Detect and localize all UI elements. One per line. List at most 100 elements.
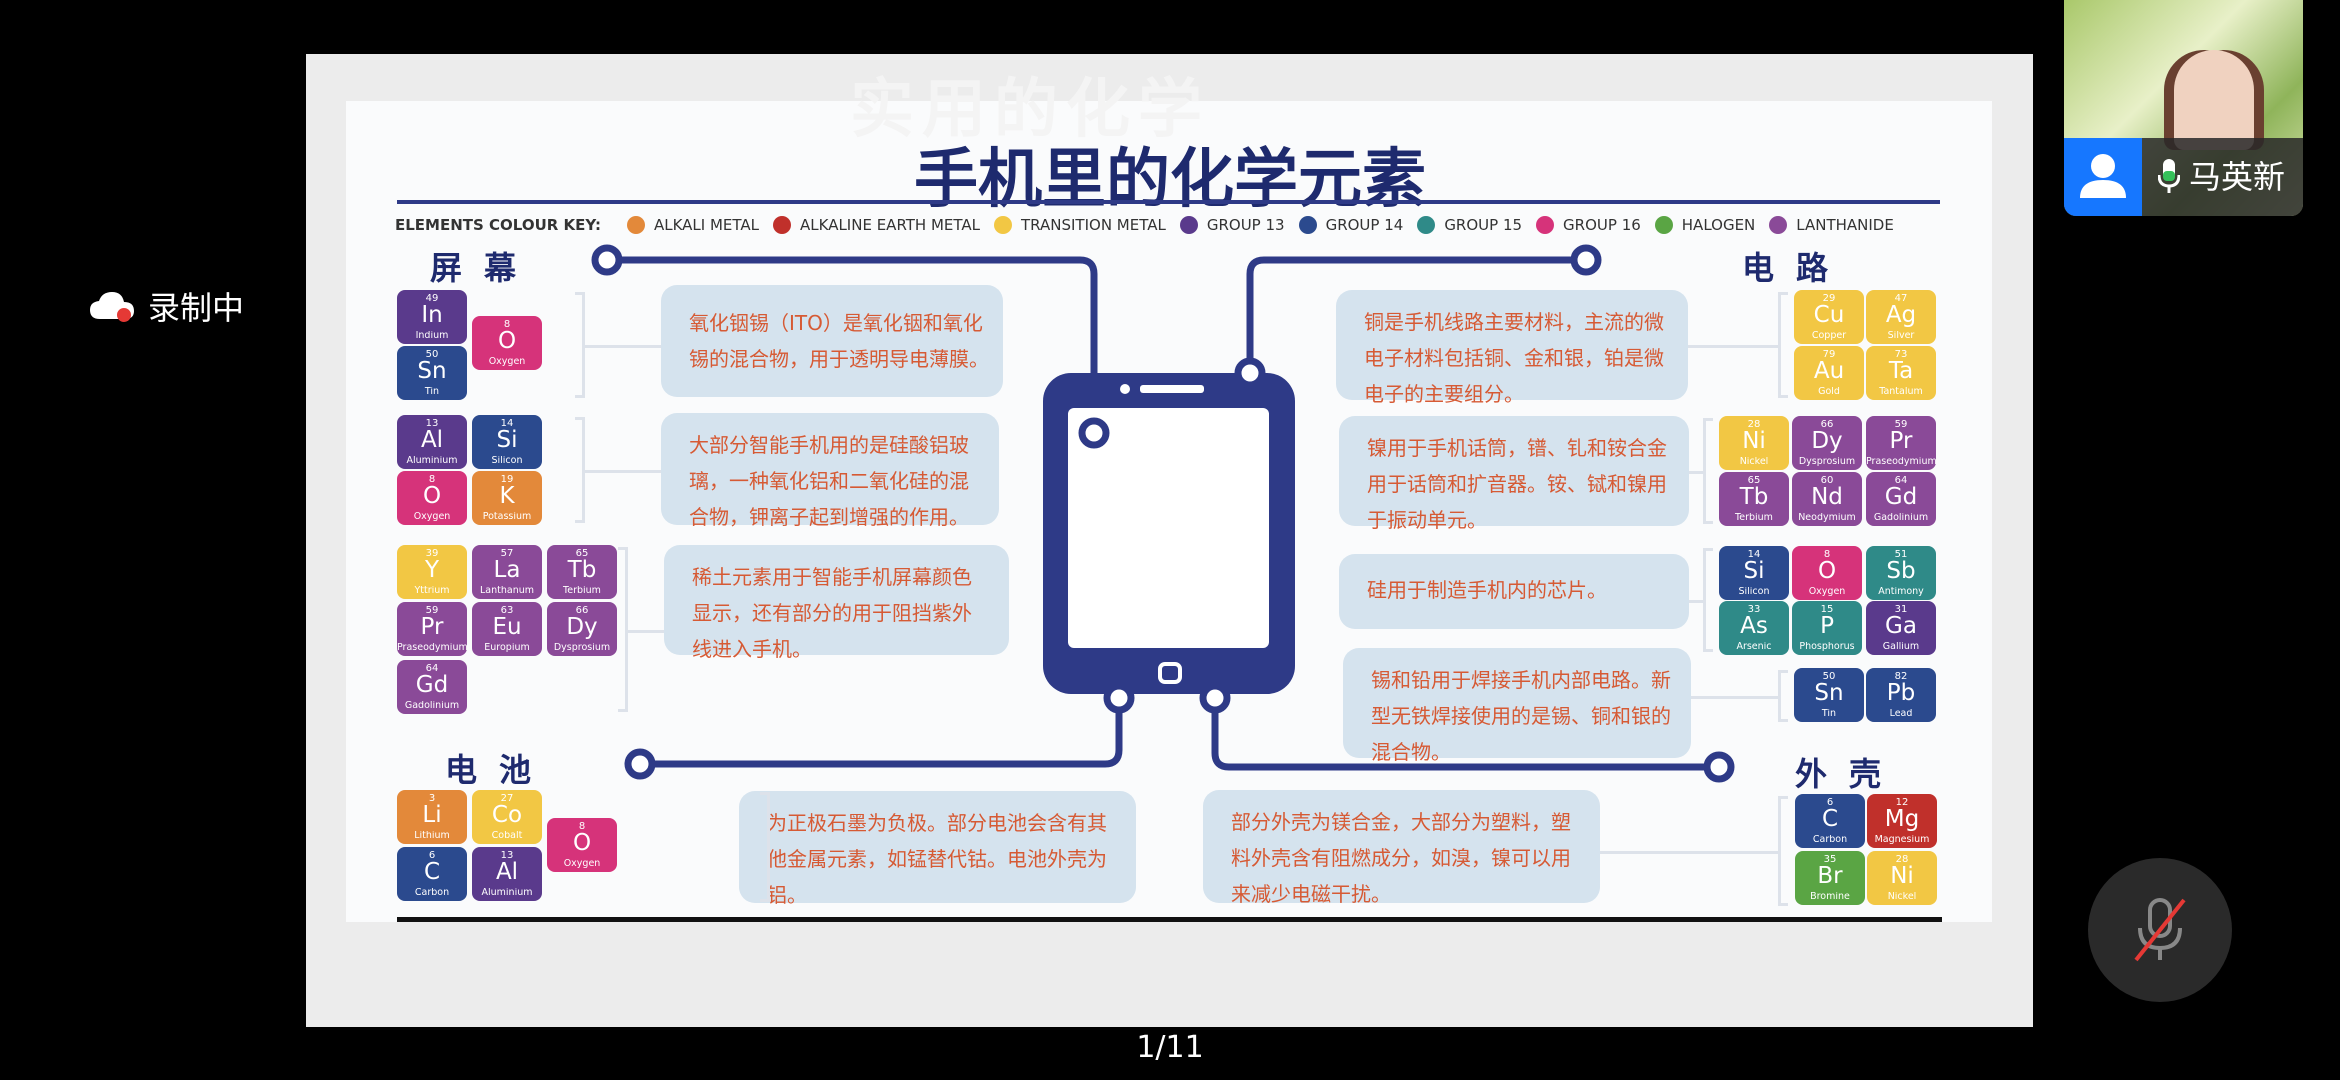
element-symbol: Sn bbox=[1814, 680, 1844, 706]
wire-node bbox=[1103, 682, 1135, 714]
participant-name: 马英新 bbox=[2189, 158, 2286, 196]
element-name: Aluminium bbox=[481, 888, 533, 898]
mute-button[interactable] bbox=[2088, 858, 2232, 1002]
wire-node bbox=[624, 748, 656, 780]
element-name: Nickel bbox=[1739, 457, 1769, 467]
description-line: 混合物。 bbox=[1371, 740, 1451, 764]
slide-title: 手机里的化学元素 bbox=[914, 143, 1426, 217]
atomic-number: 28 bbox=[1747, 419, 1761, 430]
atomic-number: 59 bbox=[425, 605, 439, 616]
legend-swatch bbox=[1769, 216, 1788, 234]
element-symbol: C bbox=[423, 859, 441, 885]
wire-screen bbox=[607, 256, 1098, 433]
atomic-number: 14 bbox=[500, 418, 514, 429]
atomic-number: 15 bbox=[1820, 604, 1834, 615]
page-indicator: 1/11 bbox=[1136, 1030, 1204, 1065]
connector-line bbox=[628, 629, 664, 633]
element-name: Dysprosium bbox=[553, 643, 611, 653]
element-name: Gadolinium bbox=[404, 701, 460, 711]
microphone-muted-icon bbox=[2134, 898, 2186, 962]
description-box: 稀土元素用于智能手机屏幕颜色显示，还有部分的用于阻挡紫外线进入手机。 bbox=[664, 545, 1009, 661]
element-name: Silicon bbox=[491, 456, 523, 466]
group-bracket bbox=[1778, 292, 1788, 398]
atomic-number: 31 bbox=[1894, 604, 1908, 615]
slide-bottom-rule bbox=[397, 917, 1942, 922]
connector-line bbox=[1689, 471, 1703, 474]
element-name: Praseodymium bbox=[1866, 457, 1936, 467]
user-icon bbox=[2064, 138, 2142, 216]
element-symbol: Mg bbox=[1884, 806, 1920, 832]
element-symbol: Sb bbox=[1886, 558, 1916, 584]
element-symbol: Si bbox=[1743, 558, 1765, 584]
atomic-number: 57 bbox=[500, 548, 514, 559]
element-name: Neodymium bbox=[1798, 513, 1856, 523]
element-name: Copper bbox=[1811, 331, 1847, 341]
description-line: 合物，钾离子起到增强的作用。 bbox=[689, 505, 969, 529]
group-bracket bbox=[575, 417, 585, 523]
element-symbol: O bbox=[572, 830, 592, 856]
element-symbol: O bbox=[497, 328, 517, 354]
legend-swatch bbox=[1536, 216, 1555, 234]
element-symbol: Tb bbox=[1739, 484, 1769, 510]
description-box: 锡和铅用于焊接手机内部电路。新型无铁焊接使用的是锡、铜和银的混合物。 bbox=[1343, 648, 1691, 764]
element-name: Terbium bbox=[1735, 513, 1773, 523]
atomic-number: 33 bbox=[1747, 604, 1761, 615]
microphone-icon bbox=[2158, 159, 2180, 193]
description-line: 铜是手机线路主要材料，主流的微 bbox=[1364, 310, 1664, 334]
group-bracket bbox=[618, 547, 628, 712]
legend-item-label: GROUP 13 bbox=[1206, 216, 1285, 234]
element-symbol: Gd bbox=[1884, 484, 1918, 510]
atomic-number: 51 bbox=[1894, 549, 1908, 560]
legend-item-label: LANTHANIDE bbox=[1796, 216, 1894, 234]
element-symbol: Sn bbox=[417, 358, 447, 384]
element-symbol: Gd bbox=[415, 672, 449, 698]
description-box: 镍用于手机话筒，镨、钆和铵合金用于话筒和扩音器。铵、铽和镍用于振动单元。 bbox=[1339, 416, 1689, 532]
legend-item-label: GROUP 16 bbox=[1563, 216, 1641, 234]
element-symbol: O bbox=[1817, 558, 1837, 584]
atomic-number: 35 bbox=[1823, 854, 1837, 865]
participant-video-tile[interactable]: 马英新 bbox=[2064, 0, 2303, 216]
heading-battery: 电池 bbox=[445, 751, 554, 789]
phone-camera bbox=[1120, 384, 1130, 394]
cloud-record-icon bbox=[90, 292, 134, 322]
element-name: Arsenic bbox=[1736, 642, 1772, 652]
element-name: Gold bbox=[1818, 387, 1840, 397]
wire-node bbox=[1703, 751, 1735, 783]
element-symbol: C bbox=[1821, 806, 1839, 832]
atomic-number: 50 bbox=[425, 349, 439, 360]
atomic-number: 8 bbox=[428, 474, 436, 485]
element-name: Terbium bbox=[563, 586, 601, 596]
wire-circuit bbox=[1246, 256, 1586, 373]
element-name: Gallium bbox=[1882, 642, 1920, 652]
description-line: 料外壳含有阻燃成分，如溴，镍可以用 bbox=[1231, 846, 1571, 870]
element-name: Gadolinium bbox=[1873, 513, 1929, 523]
element-name: Oxygen bbox=[413, 512, 451, 522]
element-symbol: Eu bbox=[492, 614, 522, 640]
element-symbol: Tb bbox=[567, 557, 597, 583]
description-line: 锡的混合物，用于透明导电薄膜。 bbox=[689, 347, 989, 371]
atomic-number: 13 bbox=[500, 850, 514, 861]
element-symbol: Ag bbox=[1885, 302, 1917, 328]
legend-swatch bbox=[994, 216, 1013, 234]
element-symbol: Dy bbox=[566, 614, 598, 640]
element-name: Dysprosium bbox=[1798, 457, 1856, 467]
legend-item-label: ALKALI METAL bbox=[653, 216, 759, 234]
description-line: 锡和铅用于焊接手机内部电路。新 bbox=[1371, 668, 1671, 692]
description-line: 用于话筒和扩音器。铵、铽和镍用 bbox=[1367, 472, 1667, 496]
element-name: Nickel bbox=[1887, 892, 1917, 902]
